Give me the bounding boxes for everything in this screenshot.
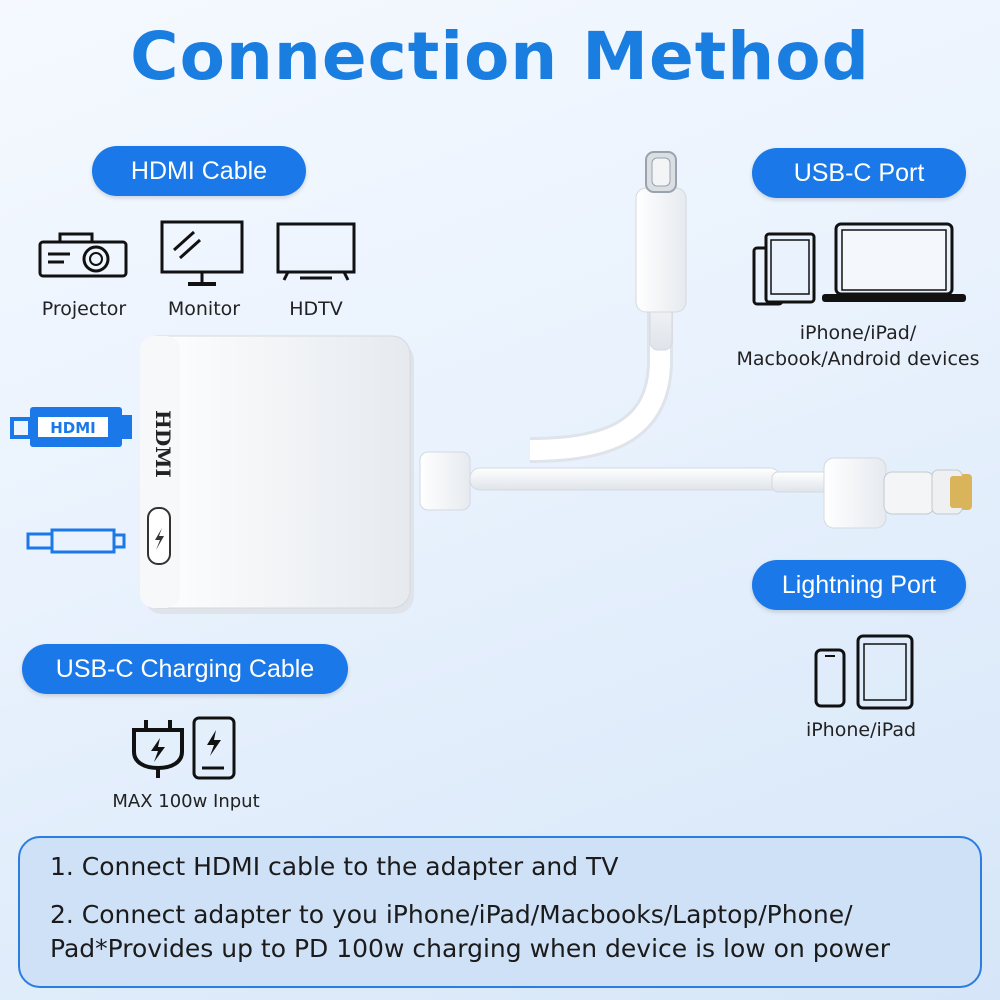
charger-plug-icon bbox=[130, 718, 186, 784]
tablet-icon bbox=[856, 634, 914, 714]
tablet-phone-icon bbox=[752, 230, 818, 310]
instructions-box: 1. Connect HDMI cable to the adapter and… bbox=[18, 836, 982, 988]
instruction-step-1: 1. Connect HDMI cable to the adapter and… bbox=[50, 852, 619, 881]
hdmi-connector-icon: HDMI bbox=[8, 405, 134, 453]
svg-text:HDMI: HDMI bbox=[151, 410, 175, 478]
usb-c-port-pill: USB-C Port bbox=[752, 148, 966, 198]
lightning-port-pill: Lightning Port bbox=[752, 560, 966, 610]
page-title: Connection Method bbox=[130, 18, 870, 95]
hdtv-label: HDTV bbox=[289, 298, 343, 320]
hdmi-cable-pill: HDMI Cable bbox=[92, 146, 306, 196]
power-bank-icon bbox=[192, 716, 236, 784]
phone-icon bbox=[814, 648, 846, 712]
laptop-icon bbox=[820, 220, 968, 310]
projector-icon bbox=[38, 232, 128, 284]
instruction-step-2-line-2: Pad*Provides up to PD 100w charging when… bbox=[50, 934, 891, 963]
usb-c-charging-cable-pill: USB-C Charging Cable bbox=[22, 644, 348, 694]
monitor-label: Monitor bbox=[167, 298, 241, 320]
lightning-devices-label: iPhone/iPad bbox=[805, 719, 917, 741]
monitor-icon bbox=[160, 220, 244, 292]
charging-caption: MAX 100w Input bbox=[112, 791, 260, 812]
svg-text:HDMI: HDMI bbox=[50, 419, 96, 437]
usb-c-devices-label-line1: iPhone/iPad/ bbox=[799, 322, 917, 344]
tv-icon bbox=[276, 222, 356, 288]
instruction-step-2-line-1: 2. Connect adapter to you iPhone/iPad/Ma… bbox=[50, 900, 853, 929]
usb-c-connector-icon bbox=[26, 526, 126, 560]
adapter-illustration: HDMI bbox=[139, 140, 980, 644]
projector-label: Projector bbox=[41, 298, 127, 320]
usb-c-devices-label-line2: Macbook/Android devices bbox=[736, 348, 980, 370]
